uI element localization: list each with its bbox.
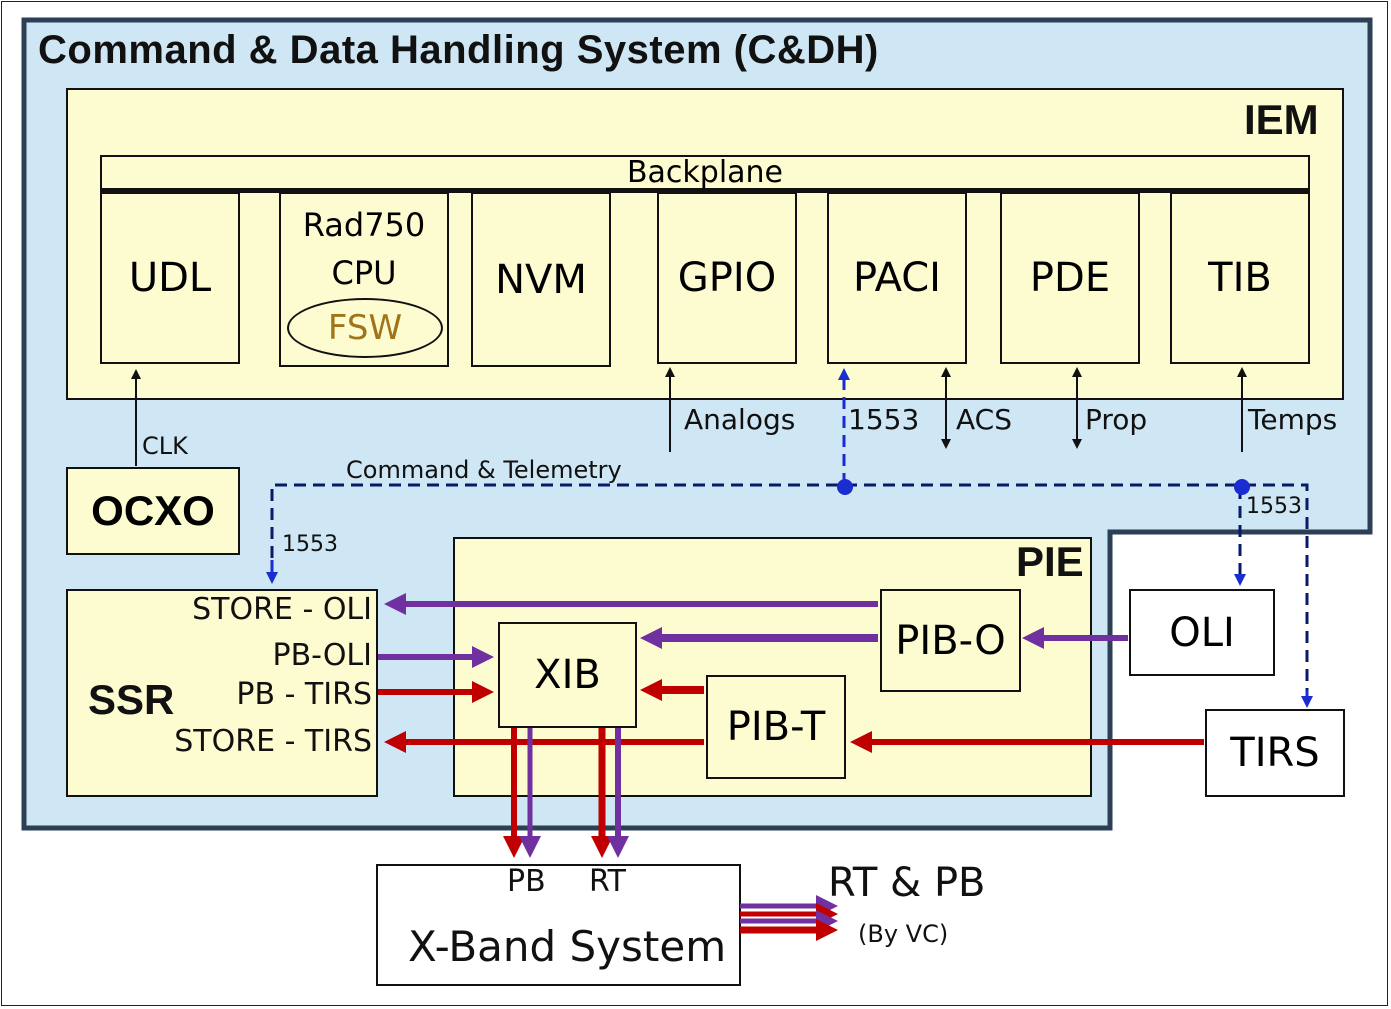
card-cpu-label: Rad750 bbox=[302, 206, 426, 244]
cdh-title: Command & Data Handling System (C&DH) bbox=[38, 28, 879, 72]
card-paci-label: PACI bbox=[853, 255, 941, 301]
backplane: Backplane bbox=[100, 155, 1310, 193]
ssr-port-pb-oli: PB-OLI bbox=[272, 638, 372, 673]
xband-output-note: (By VC) bbox=[858, 920, 949, 948]
ssr-port-pb-tirs: PB - TIRS bbox=[236, 677, 372, 712]
card-gpio[interactable]: GPIO bbox=[657, 192, 797, 364]
card-paci[interactable]: PACI bbox=[827, 192, 967, 364]
analogs-label: Analogs bbox=[684, 403, 796, 436]
backplane-label: Backplane bbox=[626, 155, 784, 190]
tirs-label: TIRS bbox=[1230, 730, 1320, 776]
card-pde[interactable]: PDE bbox=[1000, 192, 1140, 364]
ssr-module[interactable] bbox=[66, 589, 378, 797]
ssr-port-store-oli: STORE - OLI bbox=[192, 592, 372, 627]
fsw-ellipse[interactable]: FSW bbox=[287, 298, 443, 358]
cmd-tlm-label: Command & Telemetry bbox=[346, 456, 622, 484]
card-cpu[interactable]: Rad750 CPU FSW bbox=[279, 192, 449, 367]
xband-rt-label: RT bbox=[589, 864, 626, 899]
card-cpu-sublabel: CPU bbox=[331, 254, 397, 292]
xib-module[interactable]: XIB bbox=[498, 622, 637, 728]
bus-node-paci bbox=[837, 479, 853, 495]
card-gpio-label: GPIO bbox=[677, 255, 777, 301]
acs-label: ACS bbox=[956, 403, 1012, 436]
iem-label: IEM bbox=[1244, 96, 1319, 143]
xband-output-label: RT & PB bbox=[828, 860, 986, 906]
bus-node-instruments bbox=[1234, 479, 1250, 495]
xband-system[interactable] bbox=[376, 864, 741, 986]
card-nvm-label: NVM bbox=[495, 256, 587, 303]
oli-instrument[interactable]: OLI bbox=[1129, 589, 1275, 676]
pib-o-module[interactable]: PIB-O bbox=[880, 589, 1021, 692]
xband-pb-label: PB bbox=[507, 864, 546, 899]
instr-1553-label: 1553 bbox=[1246, 494, 1302, 519]
card-nvm[interactable]: NVM bbox=[471, 192, 611, 367]
pib-t-module[interactable]: PIB-T bbox=[706, 675, 846, 779]
card-tib-label: TIB bbox=[1208, 255, 1272, 301]
pib-t-label: PIB-T bbox=[726, 704, 826, 750]
xib-label: XIB bbox=[534, 652, 601, 698]
cmd-tlm-bus bbox=[270, 483, 1309, 700]
tirs-instrument[interactable]: TIRS bbox=[1205, 709, 1345, 797]
ssr-1553-label: 1553 bbox=[282, 532, 338, 557]
card-udl[interactable]: UDL bbox=[100, 192, 240, 364]
pie-label: PIE bbox=[1016, 538, 1084, 585]
ocxo-module[interactable]: OCXO bbox=[66, 467, 240, 555]
card-pde-label: PDE bbox=[1029, 255, 1111, 301]
card-udl-label: UDL bbox=[128, 255, 212, 301]
card-tib[interactable]: TIB bbox=[1170, 192, 1310, 364]
ssr-port-store-tirs: STORE - TIRS bbox=[174, 724, 372, 759]
oli-label: OLI bbox=[1169, 609, 1235, 656]
temps-label: Temps bbox=[1248, 403, 1338, 436]
fsw-label: FSW bbox=[327, 308, 403, 348]
xband-label: X-Band System bbox=[408, 922, 727, 971]
ocxo-label: OCXO bbox=[91, 487, 215, 534]
bus-1553-label: 1553 bbox=[848, 403, 920, 436]
prop-label: Prop bbox=[1085, 403, 1148, 436]
clk-label: CLK bbox=[142, 432, 188, 460]
ssr-label: SSR bbox=[88, 676, 175, 723]
pib-o-label: PIB-O bbox=[895, 617, 1006, 664]
